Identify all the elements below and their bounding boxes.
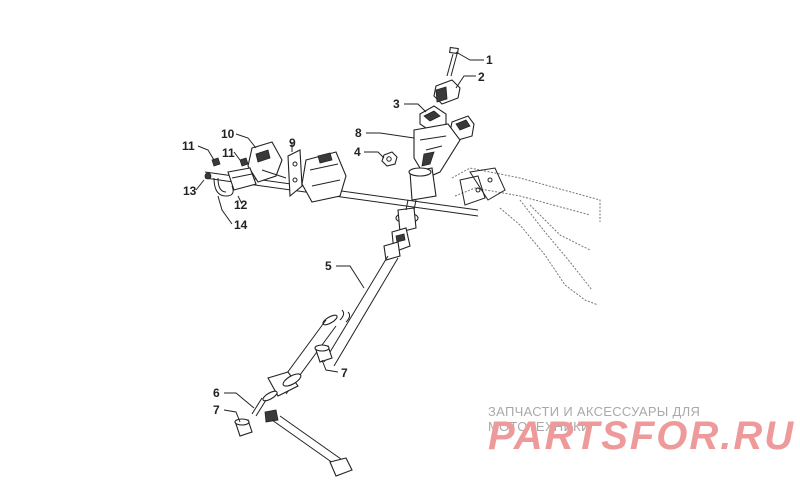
callout-4: 4 (354, 145, 361, 159)
watermark-caption: ЗАПЧАСТИ И АКСЕССУАРЫ ДЛЯ МОТОТЕХНИКИ (488, 404, 701, 434)
steering-housing (408, 123, 461, 201)
callout-5: 5 (325, 259, 332, 273)
callout-1: 1 (486, 53, 493, 67)
callout-12: 12 (234, 198, 248, 212)
callout-13: 13 (183, 184, 197, 198)
callout-7-upper: 7 (341, 366, 348, 380)
callout-9: 9 (289, 136, 296, 150)
part-5-steering-shaft (322, 255, 399, 367)
callout-11-mid: 11 (222, 146, 235, 160)
lower-bolt-assembly (251, 397, 353, 477)
callout-labels: 1 2 3 4 5 6 7 7 8 9 10 11 11 12 13 14 (182, 53, 493, 417)
lower-column-tube (262, 319, 337, 402)
callout-6: 6 (213, 386, 220, 400)
part-8-bracket (301, 151, 347, 203)
universal-joint (383, 227, 411, 261)
part-13-screw (204, 172, 212, 180)
callout-11-left: 11 (182, 139, 195, 153)
callout-10: 10 (221, 127, 235, 141)
callout-3: 3 (393, 97, 400, 111)
part-14-spring-clip (213, 177, 234, 197)
callout-8: 8 (355, 126, 362, 140)
callout-14: 14 (234, 218, 248, 232)
part-9-plate (287, 149, 303, 198)
callout-2: 2 (478, 70, 485, 84)
frame-outline (451, 167, 601, 306)
part-4-nut (381, 151, 398, 167)
part-2-clamp (433, 79, 461, 105)
part-10-lever-housing (247, 141, 287, 183)
watermark-logo: PARTSFOR.RU (488, 414, 796, 458)
callout-7-lower: 7 (213, 403, 220, 417)
part-7-cap-lower (234, 418, 253, 437)
part-12-lever (227, 167, 257, 191)
leader-lines (195, 51, 484, 423)
part-7-bushing-upper (314, 344, 333, 363)
column-collar (395, 199, 419, 233)
